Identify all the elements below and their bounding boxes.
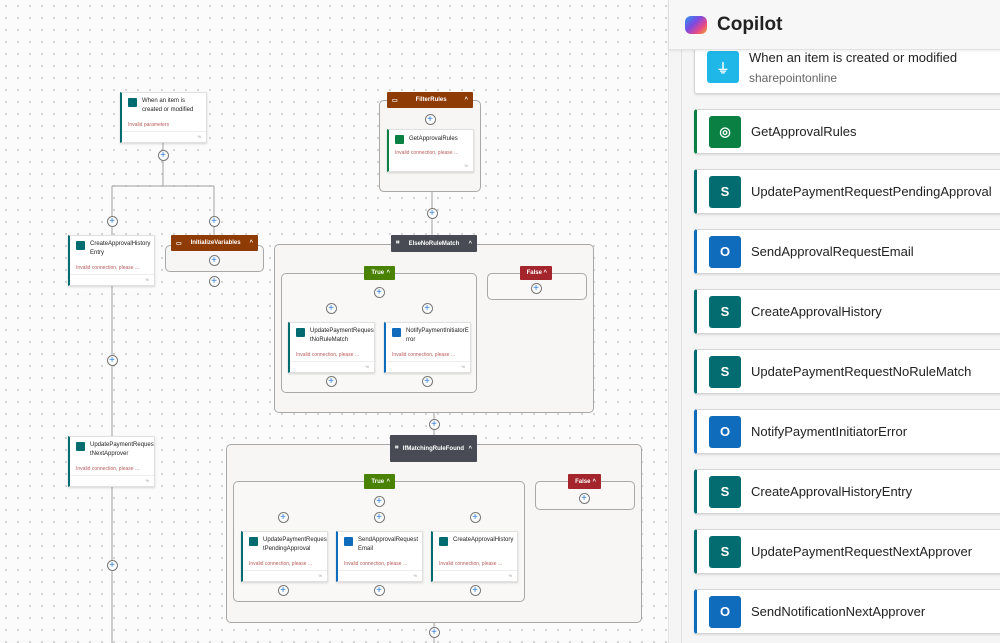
panel-action-card[interactable]: O SendApprovalRequestEmail xyxy=(694,229,1000,274)
condition-icon: ⌗ xyxy=(396,240,400,246)
add-step-button[interactable]: + xyxy=(578,492,590,504)
true-label[interactable]: True^ xyxy=(364,266,395,280)
add-step-button[interactable]: + xyxy=(106,215,118,227)
collapse-icon[interactable]: ^ xyxy=(468,240,472,247)
outlook-icon: O xyxy=(709,415,741,448)
panel-action-card[interactable]: ◎ GetApprovalRules xyxy=(694,109,1000,154)
panel-action-card[interactable]: S UpdatePaymentRequestPendingApproval xyxy=(694,169,1000,214)
sharepoint-icon: S xyxy=(709,295,741,328)
false-label[interactable]: False^ xyxy=(520,266,552,280)
action-label: UpdatePaymentRequestNextApprover xyxy=(751,544,973,559)
sharepoint-icon: S xyxy=(709,175,741,208)
action-label: NotifyPaymentInitiatorError xyxy=(751,424,908,439)
sharepoint-icon xyxy=(76,241,85,250)
initialize-variables-header[interactable]: ▭InitializeVariables^ xyxy=(171,235,258,251)
add-step-button[interactable]: + xyxy=(421,375,433,387)
add-step-button[interactable]: + xyxy=(469,511,481,523)
add-step-button[interactable]: + xyxy=(277,584,289,596)
condition-icon: ⌗ xyxy=(395,445,399,451)
add-step-button[interactable]: + xyxy=(469,584,481,596)
sharepoint-icon: S xyxy=(709,475,741,508)
add-step-button[interactable]: + xyxy=(157,149,169,161)
add-step-button[interactable]: + xyxy=(428,626,440,638)
action-label: UpdatePaymentRequestPendingApproval xyxy=(751,184,992,199)
panel-action-card[interactable]: S UpdatePaymentRequestNoRuleMatch xyxy=(694,349,1000,394)
filter-rules-header[interactable]: ▭FilterRules^ xyxy=(387,92,473,108)
outlook-icon xyxy=(344,537,353,546)
scope-icon: ▭ xyxy=(392,97,398,104)
sharepoint-icon: S xyxy=(709,355,741,388)
copilot-header: Copilot xyxy=(669,0,1000,50)
add-step-button[interactable]: + xyxy=(208,254,220,266)
action-label: CreateApprovalHistory xyxy=(751,304,882,319)
panel-action-card[interactable]: S CreateApprovalHistoryEntry xyxy=(694,469,1000,514)
action-label: SendNotificationNextApprover xyxy=(751,604,926,619)
dataverse-icon: ◎ xyxy=(709,115,741,148)
add-step-button[interactable]: + xyxy=(373,584,385,596)
collapse-icon[interactable]: ^ xyxy=(464,97,468,103)
true-label[interactable]: True^ xyxy=(364,474,395,489)
scroll-rail xyxy=(681,50,682,643)
add-step-button[interactable]: + xyxy=(325,375,337,387)
add-step-button[interactable]: + xyxy=(373,511,385,523)
add-step-button[interactable]: + xyxy=(325,302,337,314)
add-step-button[interactable]: + xyxy=(373,495,385,507)
panel-action-card[interactable]: O NotifyPaymentInitiatorError xyxy=(694,409,1000,454)
outlook-icon: O xyxy=(709,235,741,268)
outlook-icon: O xyxy=(709,595,741,628)
add-step-button[interactable]: + xyxy=(277,511,289,523)
add-step-button[interactable]: + xyxy=(373,286,385,298)
dataverse-icon xyxy=(395,135,404,144)
sharepoint-icon xyxy=(249,537,258,546)
add-step-button[interactable]: + xyxy=(208,275,220,287)
panel-action-card[interactable]: S UpdatePaymentRequestNextApprover xyxy=(694,529,1000,574)
action-label: UpdatePaymentRequestNoRuleMatch xyxy=(751,364,972,379)
sharepoint-icon xyxy=(76,442,85,451)
action-label: GetApprovalRules xyxy=(751,124,857,139)
collapse-icon[interactable]: ^ xyxy=(249,240,253,246)
collapse-icon[interactable]: ^ xyxy=(468,445,472,452)
add-step-button[interactable]: + xyxy=(426,207,438,219)
condition-header-else-no-rule-match[interactable]: ⌗ElseNoRuleMatch^ xyxy=(391,235,477,252)
add-step-button[interactable]: + xyxy=(428,418,440,430)
add-step-button[interactable]: + xyxy=(208,215,220,227)
condition-header-if-matching-rule-found[interactable]: ⌗IfMatchingRuleFound^ xyxy=(390,435,477,462)
plug-icon: ⏚ xyxy=(707,51,739,83)
variable-icon: ▭ xyxy=(176,240,182,247)
add-step-button[interactable]: + xyxy=(421,302,433,314)
copilot-panel: Copilot ⏚ When an item is created or mod… xyxy=(668,0,1000,643)
action-label: SendApprovalRequestEmail xyxy=(751,244,914,259)
sharepoint-icon xyxy=(128,98,137,107)
action-label: CreateApprovalHistoryEntry xyxy=(751,484,913,499)
panel-action-card[interactable]: S CreateApprovalHistory xyxy=(694,289,1000,334)
add-step-button[interactable]: + xyxy=(530,282,542,294)
sharepoint-icon xyxy=(439,537,448,546)
false-label[interactable]: False^ xyxy=(568,474,601,489)
panel-action-card[interactable]: O SendNotificationNextApprover xyxy=(694,589,1000,634)
add-step-button[interactable]: + xyxy=(106,559,118,571)
sharepoint-icon xyxy=(296,328,305,337)
add-step-button[interactable]: + xyxy=(106,354,118,366)
outlook-icon xyxy=(392,328,401,337)
sharepoint-icon: S xyxy=(709,535,741,568)
copilot-logo-icon xyxy=(685,15,707,34)
add-step-button[interactable]: + xyxy=(424,113,436,125)
